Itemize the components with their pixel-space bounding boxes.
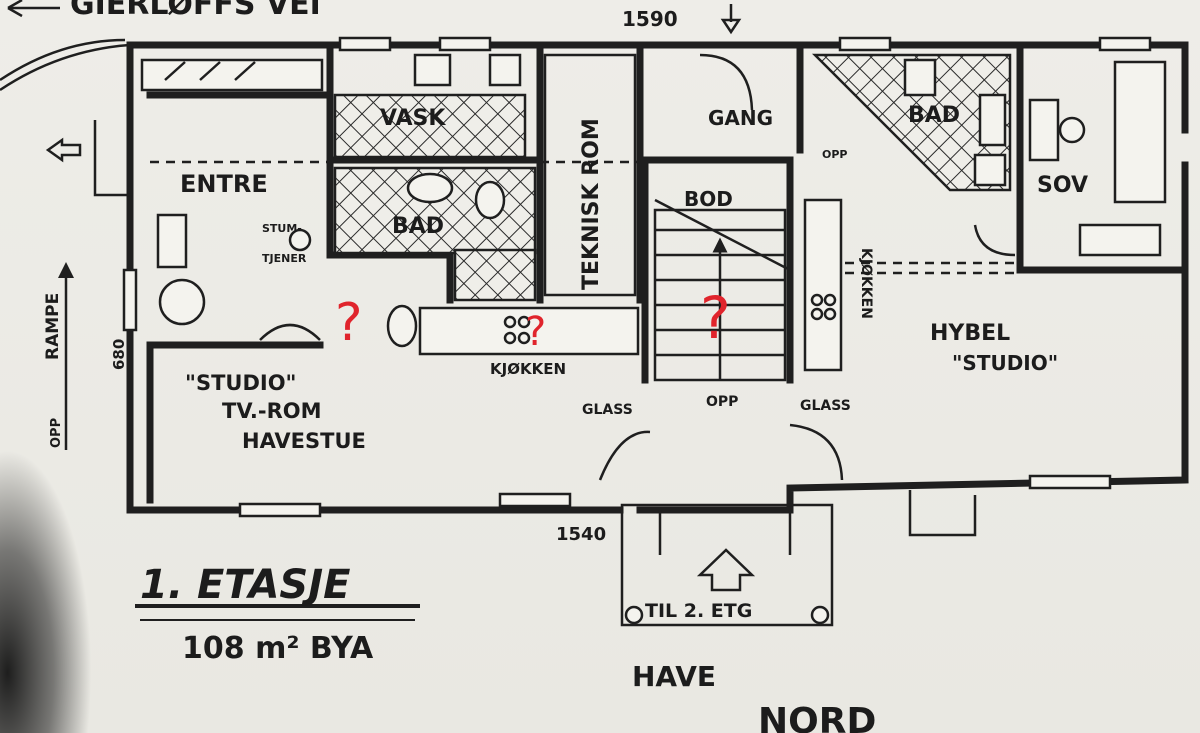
label-tv-rom: TV.-ROM	[222, 399, 321, 423]
label-opp-right: OPP	[822, 148, 847, 161]
label-entre: ENTRE	[180, 170, 268, 198]
label-opp-stairs: OPP	[706, 394, 738, 410]
annotation-question-3: ?	[700, 284, 731, 352]
window-bottom-3	[1028, 474, 1112, 490]
label-bad-2: BAD	[908, 103, 960, 128]
window-top-3	[838, 36, 892, 52]
entry-left-arrow-icon	[45, 137, 82, 163]
vask-room-floor	[333, 93, 527, 159]
bed	[1113, 60, 1167, 204]
terrace-doors	[658, 510, 792, 555]
door-glass-right	[789, 423, 844, 481]
entry-terrace	[620, 503, 834, 627]
label-havestue: HAVESTUE	[242, 429, 366, 453]
interior-walls	[146, 44, 1189, 504]
sink2-icon	[978, 93, 1007, 147]
stove-plate-4	[517, 331, 531, 345]
dryer	[488, 53, 522, 87]
window-top-2	[438, 36, 492, 52]
stove2-plate-1	[810, 293, 824, 307]
floor-title: 1. ETASJE	[140, 562, 350, 608]
door-glass-left	[598, 430, 651, 481]
label-sov: SOV	[1037, 173, 1088, 198]
entry-arrow-icon	[720, 4, 742, 35]
annotation-question-2: ?	[525, 309, 546, 355]
label-glass-right: GLASS	[800, 398, 851, 414]
stove2-plate-3	[810, 307, 824, 321]
label-til-2-etg: TIL 2. ETG	[645, 600, 752, 622]
label-gang: GANG	[708, 106, 773, 130]
window-left	[122, 268, 138, 332]
label-hybel-studio: "STUDIO"	[952, 351, 1058, 375]
window-bottom-2	[498, 492, 572, 508]
terrace-post-left	[624, 605, 644, 625]
door-hybel-bottom	[908, 490, 977, 537]
dim-top: 1590	[622, 7, 678, 31]
toilet-icon	[474, 180, 506, 220]
kjokken-counter	[418, 306, 640, 356]
stove2-plate-2	[823, 293, 837, 307]
label-glass-left: GLASS	[582, 402, 633, 418]
label-have: HAVE	[632, 660, 716, 693]
label-rampe: RAMPE	[43, 293, 63, 360]
label-kjokken: KJØKKEN	[490, 360, 566, 378]
stove-plate-2	[517, 315, 531, 329]
window-top-4	[1098, 36, 1152, 52]
annotation-question-1: ?	[335, 293, 363, 353]
label-bad: BAD	[392, 214, 444, 239]
door-sov	[973, 224, 1016, 257]
label-kjokken-2: KJØKKEN	[858, 248, 874, 319]
window-bottom-1	[238, 502, 322, 518]
stumtjener-icon	[288, 228, 312, 252]
door-gang	[699, 53, 754, 111]
staircase	[653, 198, 791, 382]
label-dim-bottom: 1540	[556, 524, 606, 545]
wardrobe-hangers	[164, 61, 256, 81]
label-studio: "STUDIO"	[185, 371, 296, 395]
label-teknisk: TEKNISK ROM	[579, 118, 604, 290]
toilet2-icon	[903, 58, 937, 97]
stove-plate-3	[503, 331, 517, 345]
sov-wardrobe	[1078, 223, 1162, 257]
entre-stove	[158, 278, 206, 326]
label-opp-rampe: OPP	[49, 418, 64, 448]
floor-area: 108 m² BYA	[182, 631, 374, 666]
label-bod: BOD	[684, 187, 733, 211]
bad-room-floor-ext	[453, 248, 537, 302]
label-stumtjener-1: STUM-	[262, 222, 302, 235]
label-nord: NORD	[758, 701, 876, 733]
door-entre	[93, 120, 130, 197]
washer	[413, 53, 452, 87]
left-curve-wall	[0, 43, 131, 92]
label-hybel: HYBEL	[930, 321, 1010, 346]
kjokken-table	[386, 304, 418, 348]
til-2-etg-arrow-icon	[696, 548, 756, 592]
terrace-post-right	[810, 605, 830, 625]
label-stumtjener-2: TJENER	[262, 252, 307, 265]
window-top-1	[338, 36, 392, 52]
street-name: GIERLØFFS VEI	[70, 0, 321, 22]
label-dim-left: 680	[110, 339, 128, 370]
shower2	[973, 153, 1007, 187]
kjokken2-counter	[803, 198, 843, 372]
sink-icon	[406, 172, 454, 204]
outer-wall	[126, 41, 1189, 514]
left-curve-wall-2	[0, 38, 126, 82]
teknisk-room-box	[543, 53, 637, 297]
stove2-plate-4	[823, 307, 837, 321]
label-vask: VASK	[380, 106, 446, 131]
street-arrow-head-icon	[7, 0, 23, 18]
desk	[1028, 98, 1060, 162]
chair	[1058, 116, 1086, 144]
entre-bench	[156, 213, 188, 269]
door-studio	[259, 323, 321, 341]
bad2-room-floor	[811, 53, 1012, 192]
rampe-arrow-icon	[58, 262, 74, 278]
stove-plate-1	[503, 315, 517, 329]
